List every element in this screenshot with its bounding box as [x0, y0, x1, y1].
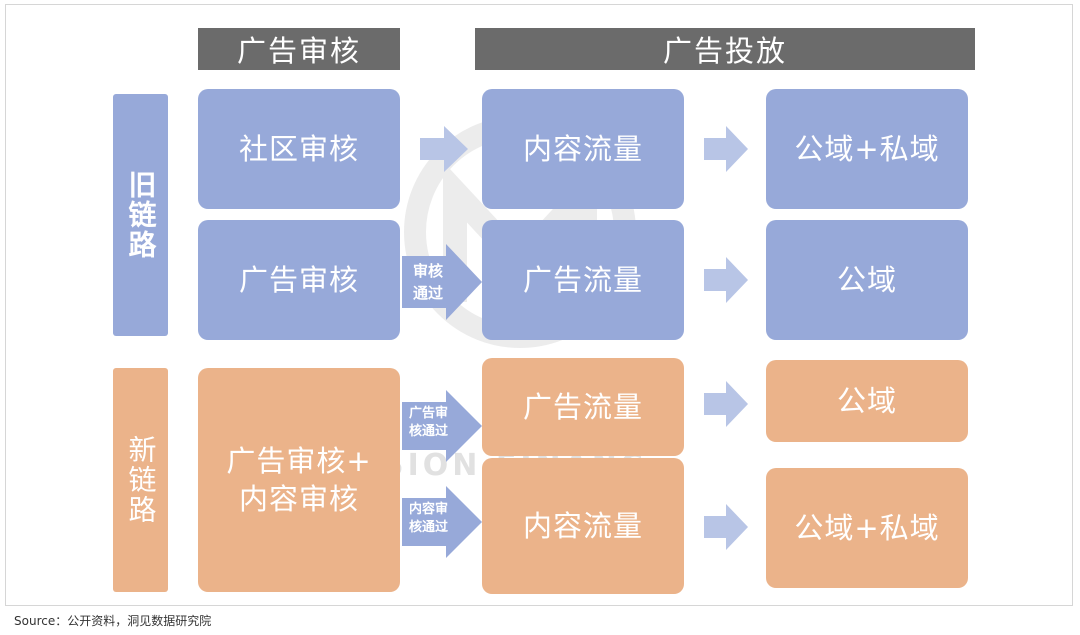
box-community-review: 社区审核	[198, 89, 400, 209]
arrow-label-content-review-passed: 内容审 核通过	[409, 502, 449, 535]
side-label-new-chain: 新链路	[113, 368, 168, 592]
arrow-label-ad-review-passed: 广告审 核通过	[409, 406, 449, 439]
arrow-right-labeled-icon	[402, 390, 482, 462]
box-ad-traffic-new: 广告流量	[482, 358, 684, 456]
source-note: Source：公开资料，洞见数据研究院	[14, 614, 212, 628]
box-public-private-domain-new: 公域+私域	[766, 468, 968, 588]
arrow-right-labeled-icon	[402, 244, 482, 320]
box-public-domain-new: 公域	[766, 360, 968, 442]
box-ad-review-old: 广告审核	[198, 220, 400, 340]
box-content-traffic-old: 内容流量	[482, 89, 684, 209]
arrow-right-labeled-icon	[402, 486, 482, 558]
box-public-private-domain-old: 公域+私域	[766, 89, 968, 209]
side-label-old-chain: 旧链路	[113, 94, 168, 336]
box-ad-content-review: 广告审核+ 内容审核	[198, 368, 400, 592]
box-public-domain-old: 公域	[766, 220, 968, 340]
arrow-right-icon	[704, 126, 748, 172]
box-content-traffic-new: 内容流量	[482, 458, 684, 594]
box-ad-traffic-old: 广告流量	[482, 220, 684, 340]
arrow-right-icon	[704, 257, 748, 303]
header-review: 广告审核	[198, 28, 400, 70]
arrow-right-icon	[420, 126, 468, 172]
header-delivery: 广告投放	[475, 28, 975, 70]
arrow-right-icon	[704, 381, 748, 427]
arrow-label-review-passed: 审核 通过	[413, 262, 444, 302]
arrow-right-icon	[704, 504, 748, 550]
